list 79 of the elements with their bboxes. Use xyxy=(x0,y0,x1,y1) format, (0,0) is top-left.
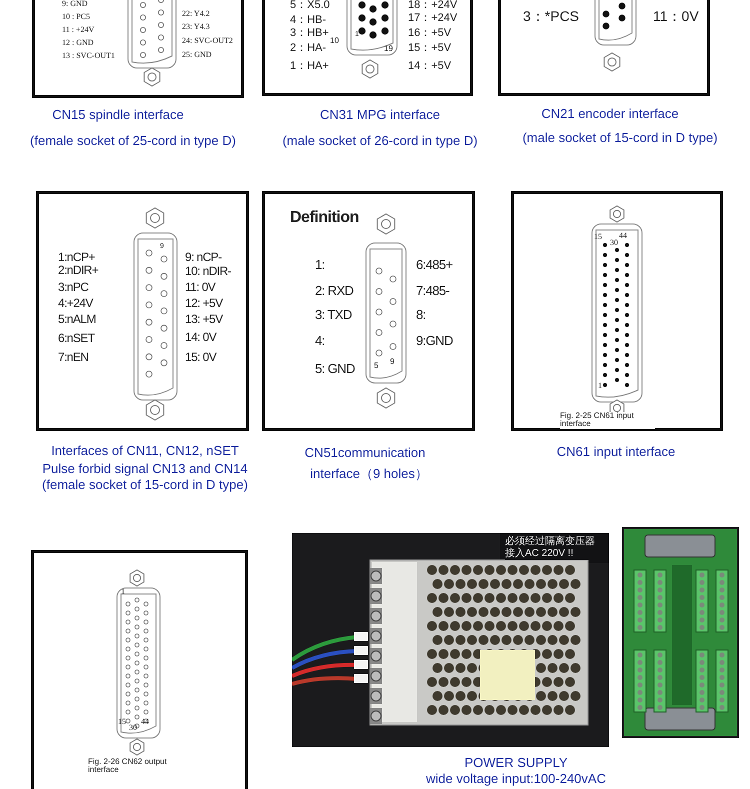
pin-label: 2: RXD xyxy=(315,284,354,297)
pin-number: 15 xyxy=(118,718,126,726)
pin-label: 12: +5V xyxy=(185,297,223,309)
pin-label: 23: Y4.3 xyxy=(182,23,210,31)
node-label: (female socket of 25-cord in type D) xyxy=(30,134,236,147)
pin-label: 25: GND xyxy=(182,51,212,59)
pin-number: 5 xyxy=(374,362,378,370)
node-label: Pulse forbid signal CN13 and CN14 xyxy=(42,462,248,475)
pin-label: 10 : PC5 xyxy=(62,13,90,21)
pin-label: 6:485+ xyxy=(416,258,453,271)
node-label: (female socket of 15-cord in D type) xyxy=(42,478,248,491)
pin-number: 30 xyxy=(610,239,618,247)
pin-label: 1:nCP+ xyxy=(58,251,95,263)
pin-label: 11：0V xyxy=(653,9,699,23)
pin-label: 2：HA- xyxy=(290,43,326,54)
pin-label: 7:485- xyxy=(416,284,450,297)
pin-label: 7:nEN xyxy=(58,351,88,363)
node-label: CN15 spindle interface xyxy=(52,108,184,121)
pin-label: 11 : +24V xyxy=(62,26,94,34)
pin-number: 15 xyxy=(594,233,602,241)
pin-label: 14：+5V xyxy=(408,61,452,72)
pin-number: 9 xyxy=(390,358,394,366)
pin-number: 44 xyxy=(141,718,149,726)
pin-label: 3：*PCS xyxy=(523,9,580,23)
pin-label: 12 : GND xyxy=(62,39,94,47)
pin-label: 5: GND xyxy=(315,362,355,375)
pin-label: 15: 0V xyxy=(185,351,216,363)
connector-pinout-panel xyxy=(511,191,723,431)
connector-pinout-panel xyxy=(31,550,248,789)
pin-label: 10: nDIR- xyxy=(185,265,231,277)
node-label: CN51communication xyxy=(304,446,426,459)
pin-label: 9: GND xyxy=(62,0,88,8)
node-label: (male socket of 26-cord in type D) xyxy=(282,134,478,147)
pin-label: 3：HB+ xyxy=(290,28,329,39)
pin-label: 11: 0V xyxy=(185,281,216,293)
node-label: Interfaces of CN11, CN12, nSET xyxy=(51,444,239,457)
node-label: interface（9 holes） xyxy=(310,467,428,480)
pin-label: 16：+5V xyxy=(408,28,452,39)
pin-label: 3:nPC xyxy=(58,281,88,293)
pin-label: 13: +5V xyxy=(185,313,223,325)
pin-label: 18：+24V xyxy=(408,0,458,11)
node-label: CN21 encoder interface xyxy=(541,107,679,120)
pin-label: 13 : SVC-OUT1 xyxy=(62,52,115,60)
warning-text: 必须经过隔离变压器接入AC 220V !! xyxy=(505,536,597,560)
pin-label: 15：+5V xyxy=(408,43,452,54)
connector-pinout-panel xyxy=(262,191,475,431)
pin-label: 5：X5.0 xyxy=(290,0,330,11)
node-label: CN31 MPG interface xyxy=(320,108,440,121)
pin-number: 10 xyxy=(330,37,339,45)
node-label: CN61 input interface xyxy=(556,445,676,458)
pin-label: 1：HA+ xyxy=(290,61,329,72)
pin-number: 30 xyxy=(129,724,137,732)
node-label: POWER SUPPLY xyxy=(464,756,568,769)
pin-label: 3: TXD xyxy=(315,308,352,321)
connector-pinout-panel xyxy=(32,0,244,98)
heading: Definition xyxy=(290,210,359,226)
pin-label: 5:nALM xyxy=(58,313,96,325)
pin-label: 9:GND xyxy=(416,334,453,347)
pin-label: 8: xyxy=(416,308,426,321)
connector-pinout-panel xyxy=(498,0,710,96)
pin-label: 14: 0V xyxy=(185,331,216,343)
connector-pinout-panel xyxy=(262,0,473,96)
connector-pinout-panel xyxy=(36,191,249,431)
pin-number: 1 xyxy=(598,382,602,390)
pin-label: 2:nDIR+ xyxy=(58,264,98,276)
pin-number: 44 xyxy=(619,232,627,240)
pin-label: 17：+24V xyxy=(408,13,458,24)
pin-number: 19 xyxy=(384,45,393,53)
pin-label: 4: xyxy=(315,334,325,347)
pin-label: 24: SVC-OUT2 xyxy=(182,37,233,45)
pin-label: 9: nCP- xyxy=(185,251,222,263)
pin-label: 6:nSET xyxy=(58,332,94,344)
pin-label: 22: Y4.2 xyxy=(182,10,210,18)
pin-label: 4：HB- xyxy=(290,15,326,26)
pin-label: 4:+24V xyxy=(58,297,93,309)
node-label: (male socket of 15-cord in D type) xyxy=(522,131,718,144)
pin-label: 1: xyxy=(315,258,325,271)
node-label: wide voltage input:100-240vAC xyxy=(426,772,606,785)
pin-number: 1 xyxy=(121,588,125,596)
